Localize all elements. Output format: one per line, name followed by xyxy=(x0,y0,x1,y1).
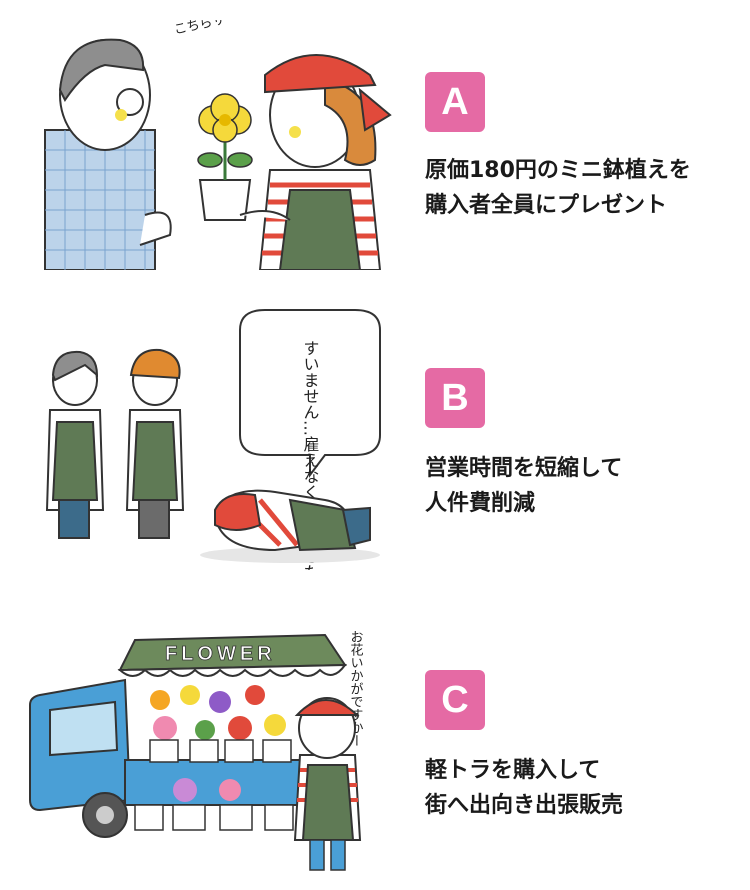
option-a-speech: こちらサービスです xyxy=(173,20,291,38)
option-b-line-1: 営業時間を短縮して xyxy=(425,456,623,481)
speech-bubble xyxy=(239,309,381,478)
option-c-panel: FLOWER お花いかがですかー xyxy=(0,610,750,885)
customer-man xyxy=(44,38,172,270)
option-a-illustration: こちらサービスです xyxy=(44,20,392,270)
awning-sign: FLOWER xyxy=(165,643,276,665)
option-a-line-2: 購入者全員にプレゼント xyxy=(425,193,668,218)
option-c-badge: C xyxy=(425,670,485,730)
option-a-panel: こちらサービスです A 原価180円のミニ鉢植えを 購入者全員にプレゼント xyxy=(0,20,750,280)
option-b-illustration: すいません…雇えなくなりました xyxy=(45,309,381,570)
vendor-girl xyxy=(293,697,362,871)
option-b-panel: すいません…雇えなくなりました B 営 xyxy=(0,300,750,580)
option-c-line-1: 軽トラを購入して xyxy=(425,758,601,783)
option-a-line-1: 原価180円のミニ鉢植えを xyxy=(425,158,691,183)
option-b-badge: B xyxy=(425,368,485,428)
mini-potted-flower xyxy=(197,93,253,221)
flower-awning: FLOWER xyxy=(117,633,347,677)
shop-girl xyxy=(239,54,392,270)
kei-truck xyxy=(29,678,316,838)
staff-member-1 xyxy=(45,350,105,539)
option-a-badge: A xyxy=(425,72,485,132)
bowing-shop-girl xyxy=(200,489,380,563)
flower-display xyxy=(134,685,294,831)
option-c-line-2: 街へ出向き出張販売 xyxy=(425,793,624,818)
option-c-illustration: FLOWER お花いかがですかー xyxy=(29,630,363,871)
option-b-line-2: 人件費削減 xyxy=(425,491,536,516)
staff-member-2 xyxy=(125,348,185,539)
